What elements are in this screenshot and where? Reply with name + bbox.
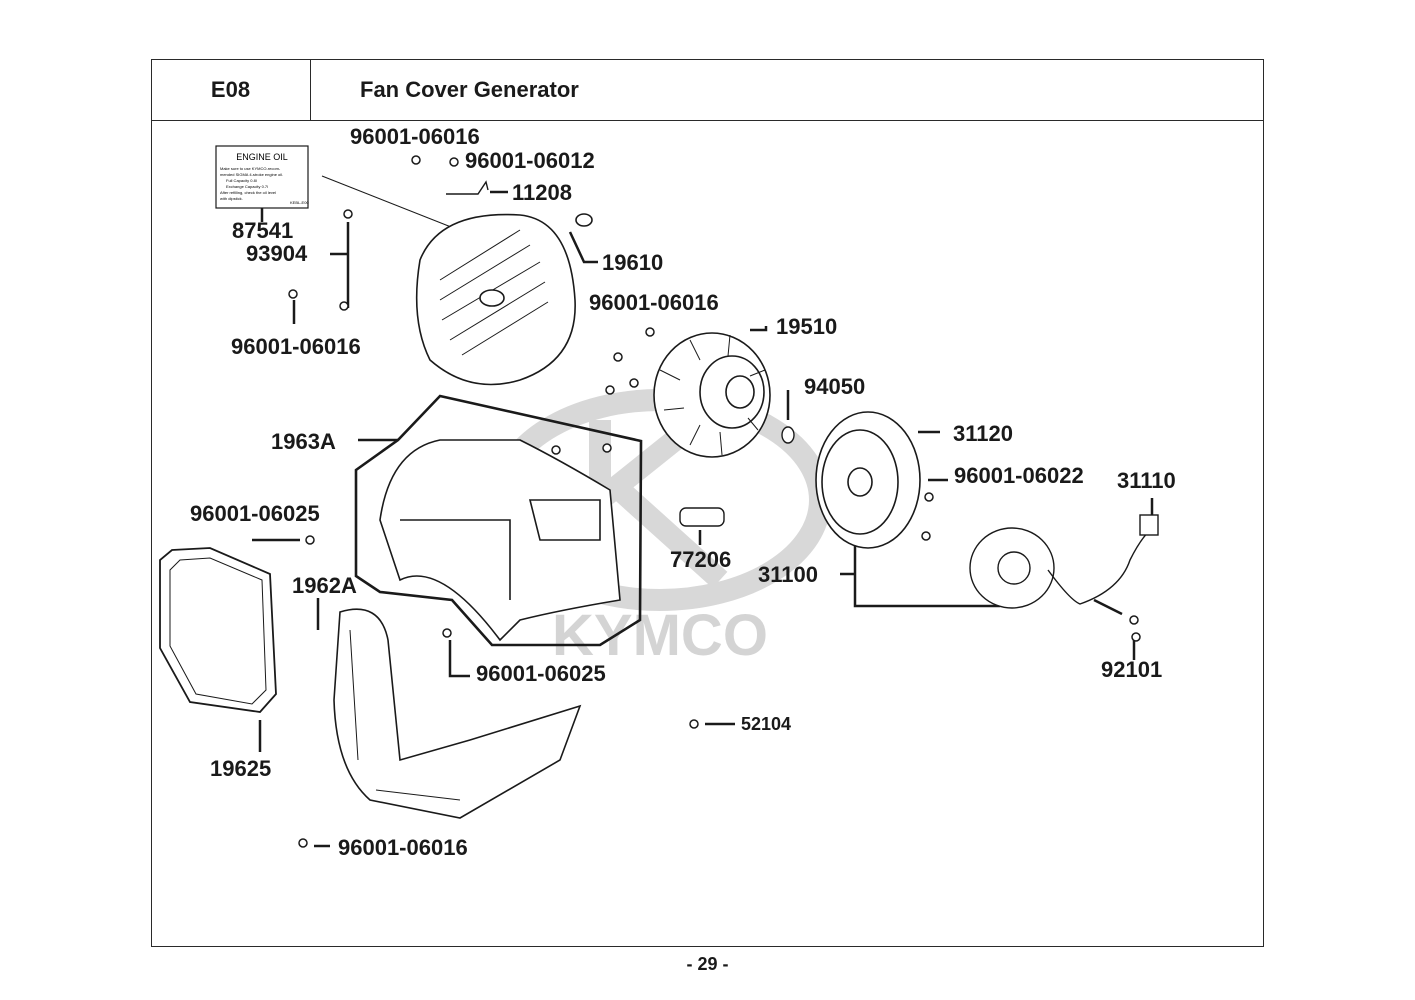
part-label-31110: 31110 — [1117, 468, 1176, 493]
part-label-96001-06016: 96001-06016 — [338, 835, 468, 860]
part-label-93904: 93904 — [246, 241, 308, 266]
oil-label-line: mended SIGMA 4-stroke engine oil. — [220, 172, 283, 177]
part-label-11208: 11208 — [512, 180, 572, 205]
part-label-96001-06025: 96001-06025 — [476, 661, 606, 686]
stator — [969, 514, 1159, 609]
part-label-96001-06012: 96001-06012 — [465, 148, 595, 173]
part-label-19510: 19510 — [776, 314, 838, 339]
part-label-31120: 31120 — [953, 421, 1013, 446]
part-label-1963A: 1963A — [271, 429, 336, 454]
part-label-96001-06022: 96001-06022 — [954, 463, 1084, 488]
part-label-77206: 77206 — [670, 547, 732, 572]
small-screws — [288, 155, 1141, 848]
part-label-96001-06016: 96001-06016 — [589, 290, 719, 315]
group-outline-1963A — [354, 394, 643, 647]
oil-label-line: Full Capacity 0.8l — [226, 178, 257, 183]
part-label-87541: 87541 — [232, 218, 294, 243]
gasket — [159, 547, 277, 713]
section-code: E08 — [151, 59, 311, 121]
oil-label-line: After refilling, check the oil level — [220, 190, 276, 195]
fan-cover — [415, 213, 593, 386]
part-label-19625: 19625 — [210, 756, 272, 781]
page-number: - 29 - — [686, 954, 729, 974]
cooling-fan — [653, 332, 771, 458]
clip-77206 — [679, 507, 725, 527]
bracket-11208 — [446, 180, 489, 195]
leader-lines — [252, 190, 1154, 848]
part-label-96001-06016: 96001-06016 — [231, 334, 361, 359]
oil-label-line: with dipstick. — [220, 196, 243, 201]
oil-label-line: Make sure to use KYMCO-recom- — [220, 166, 281, 171]
part-label-94050: 94050 — [804, 374, 866, 399]
part-label-31100: 31100 — [758, 562, 818, 587]
part-label-96001-06025: 96001-06025 — [190, 501, 320, 526]
diagram-frame — [151, 59, 1264, 947]
part-label-52104: 52104 — [741, 714, 792, 734]
shroud-upper — [379, 439, 621, 642]
part-label-19610: 19610 — [602, 250, 664, 275]
watermark-text: KYMCO — [552, 603, 768, 668]
oil-label-code: KEBL-E00 — [290, 200, 309, 205]
part-label-96001-06016: 96001-06016 — [350, 124, 480, 149]
header-divider — [311, 120, 1264, 121]
oil-label-title: ENGINE OIL — [236, 152, 288, 162]
oil-label-line: Exchange Capacity 0.7l — [226, 184, 268, 189]
shroud-lower — [333, 608, 582, 819]
engine-oil-label-plate: ENGINE OIL Make sure to use KYMCO-recom-… — [215, 145, 309, 209]
part-label-1962A: 1962A — [292, 573, 357, 598]
part-label-92101: 92101 — [1101, 657, 1163, 682]
nut-94050 — [781, 426, 795, 444]
section-title: Fan Cover Generator — [360, 77, 579, 102]
flywheel — [815, 411, 921, 549]
